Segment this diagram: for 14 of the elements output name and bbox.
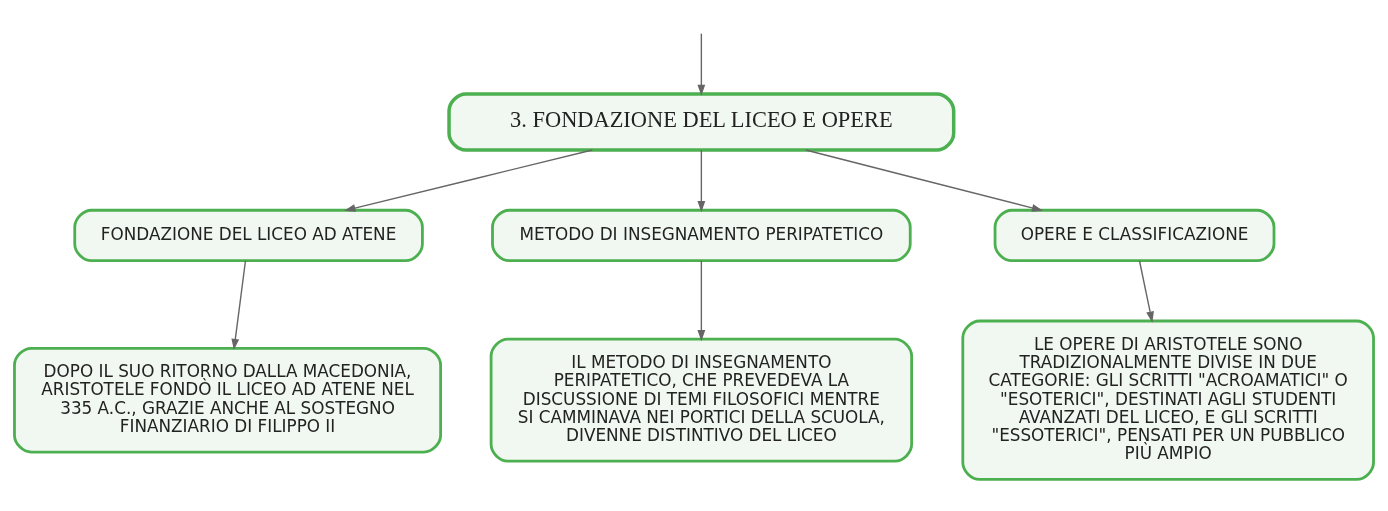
node-box: OPERE E CLASSIFICAZIONE <box>993 208 1276 262</box>
node-box: LE OPERE DI ARISTOTELE SONO TRADIZIONALMENTE DIVISE IN DUE CATEGORIE: GLI SCRITTI "ACROAMATICI" O "ESOTERICI", DESTINATI AGLI STUDENTI AVANZATI DEL LICEO, E GLI SCRITTI "ESSOTERICI", PENSATI PER UN PUBBLICO PIÙ AMPIO <box>961 319 1375 481</box>
arrow <box>231 259 247 350</box>
node-box: FONDAZIONE DEL LICEO AD ATENE <box>73 208 424 262</box>
arrow <box>1138 259 1154 323</box>
node-box: IL METODO DI INSEGNAMENTO PERIPATETICO, CHE PREVEDEVA LA DISCUSSIONE DI TEMI FILOSOFICI MENTRE SI CAMMINAVA NEI PORTICI DELLA SCUOLA, DIVENNE DISTINTIVO DEL LICEO <box>489 337 914 463</box>
node-box: 3. FONDAZIONE DEL LICEO E OPERE <box>447 91 956 152</box>
node-box: METODO DI INSEGNAMENTO PERIPATETICO <box>491 208 912 262</box>
arrow <box>344 148 594 212</box>
arrow <box>697 148 706 212</box>
arrow <box>697 32 706 96</box>
arrow <box>697 259 706 341</box>
node-box: DOPO IL SUO RITORNO DALLA MACEDONIA, ARISTOTELE FONDÒ IL LICEO AD ATENE NEL 335 A.C., GRAZIE ANCHE AL SOSTEGNO FINANZIARIO DI FILIPPO II <box>13 346 442 453</box>
arrow <box>804 148 1044 212</box>
